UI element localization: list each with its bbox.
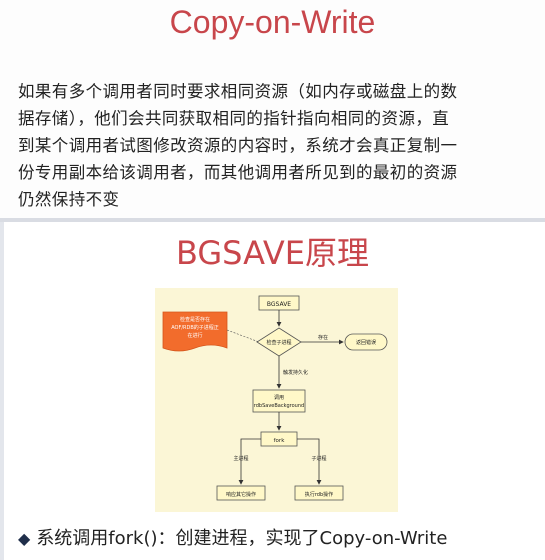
note-shape: 检查是否存在 AOF/RDB的子进程正 在进行: [162, 311, 228, 352]
main-process-label: 主进程: [233, 455, 248, 462]
slide-title: Copy-on-Write: [169, 4, 376, 40]
fork-label: fork: [274, 438, 286, 444]
diamond-bullet-icon: ◆: [18, 529, 31, 548]
error-node: [344, 333, 388, 351]
trigger-label: 触发持久化: [283, 369, 308, 376]
arrow: [297, 438, 322, 485]
note-text: 在进行: [187, 332, 202, 339]
arrow: [238, 438, 261, 485]
exists-label: 存在: [318, 334, 328, 341]
bullet-text: 系统调用fork()：创建进程，实现了Copy-on-Write: [36, 528, 448, 549]
slide-title: BGSAVE原理: [175, 234, 370, 272]
main-action-node: [216, 485, 266, 501]
start-label: BGSAVE: [267, 301, 291, 308]
call-label: rdbSaveBackground: [254, 403, 304, 409]
paragraph-line: 份专用副本给该调用者，而其他调用者所见到的最初的资源: [18, 163, 458, 182]
call-label: 调用: [274, 394, 284, 401]
slide-copy-on-write: Copy-on-Write 如果有多个调用者同时要求相同资源（如内存或磁盘上的数…: [0, 0, 545, 218]
bgsave-flowchart: 检查是否存在 AOF/RDB的子进程正 在进行 BGSAVE 检查子进程 存在 …: [155, 288, 398, 512]
paragraph-line: 如果有多个调用者同时要求相同资源（如内存或磁盘上的数: [18, 82, 458, 101]
note-connector: [226, 329, 260, 343]
child-process-label: 子进程: [311, 455, 326, 462]
error-label: 返回错误: [356, 339, 376, 346]
paragraph-line: 据存储），他们会共同获取相同的指针指向相同的资源，直: [18, 109, 450, 128]
decision-label: 检查子进程: [266, 339, 291, 346]
slide-divider: [0, 218, 545, 222]
bullet-point: ◆ 系统调用fork()：创建进程，实现了Copy-on-Write: [18, 524, 447, 550]
note-text: AOF/RDB的子进程正: [171, 324, 219, 331]
main-action-label: 响应其它操作: [226, 491, 256, 498]
description-paragraph: 如果有多个调用者同时要求相同资源（如内存或磁盘上的数 据存储），他们会共同获取相…: [18, 78, 533, 213]
child-action-node: [294, 485, 344, 501]
paragraph-line: 到某个调用者试图修改资源的内容时，系统才会真正复制一: [18, 136, 458, 155]
child-action-label: 执行rdb操作: [305, 491, 333, 498]
note-text: 检查是否存在: [180, 316, 210, 323]
paragraph-line: 仍然保持不变: [18, 190, 120, 209]
